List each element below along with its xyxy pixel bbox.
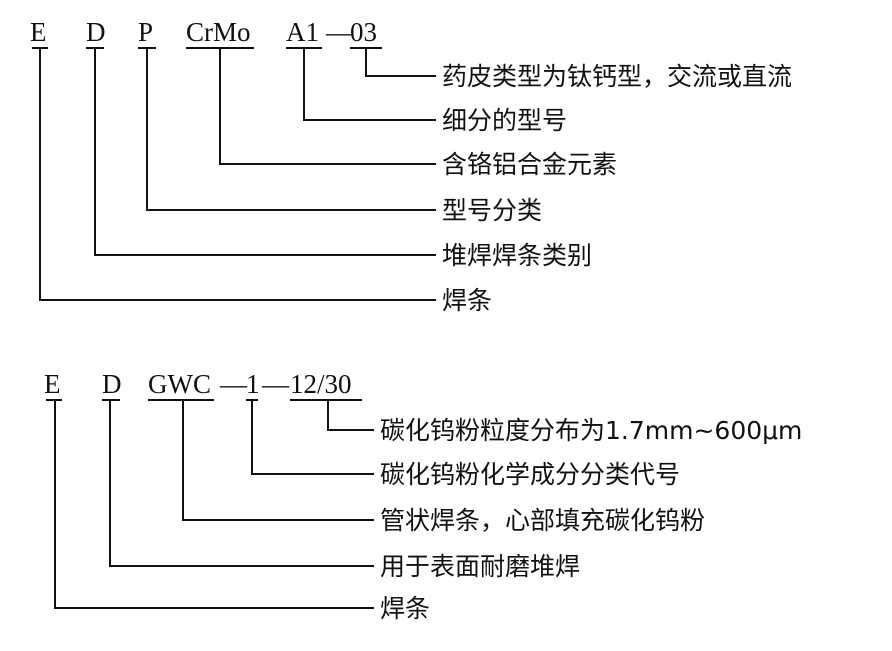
leader-e	[54, 400, 374, 609]
label-gwc: 管状焊条，心部填充碳化钨粉	[380, 506, 705, 535]
label-e: 焊条	[380, 594, 430, 623]
code-part-p: P	[138, 17, 153, 47]
label-e: 焊条	[442, 286, 492, 315]
label-a1: 细分的型号	[442, 106, 567, 135]
label-03: 药皮类型为钛钙型，交流或直流	[442, 62, 792, 91]
code-part-gwc: GWC	[148, 369, 211, 399]
leader-a1	[303, 48, 436, 121]
code-part-d: D	[102, 369, 122, 399]
code-part-e: E	[44, 369, 61, 399]
code-part-dash1: —	[219, 369, 248, 399]
leader-gwc	[182, 400, 374, 521]
code-part-e: E	[30, 17, 47, 47]
label-d: 用于表面耐磨堆焊	[380, 552, 580, 581]
leader-p	[146, 48, 436, 211]
code-part-03: 03	[350, 17, 377, 47]
label-size: 碳化钨粉粒度分布为1.7mm~600μm	[380, 416, 802, 445]
code-part-crmo: CrMo	[186, 17, 251, 47]
leader-size	[327, 400, 374, 431]
leader-03	[365, 48, 436, 77]
label-p: 型号分类	[442, 196, 542, 225]
designation-1: E D P CrMo A1 — 03 药皮类型为钛钙型，交流或直流 细分的型号 …	[30, 17, 792, 315]
label-crmo: 含铬铝合金元素	[442, 150, 617, 179]
label-d: 堆焊焊条类别	[442, 241, 592, 270]
code-part-d: D	[86, 17, 106, 47]
code-part-dash: —	[325, 17, 354, 47]
leader-crmo	[219, 48, 436, 165]
leader-1	[251, 400, 374, 475]
leader-d	[94, 48, 436, 256]
leader-e	[39, 48, 436, 301]
label-1: 碳化钨粉化学成分分类代号	[380, 460, 680, 489]
leader-d	[109, 400, 374, 567]
code-part-a1: A1	[286, 17, 319, 47]
code-part-size: 12/30	[290, 369, 352, 399]
code-part-dash2: —	[261, 369, 290, 399]
designation-2: E D GWC — 1 — 12/30 碳化钨粉粒度分布为1.7mm~600μm…	[44, 369, 802, 623]
code-part-1: 1	[246, 369, 260, 399]
